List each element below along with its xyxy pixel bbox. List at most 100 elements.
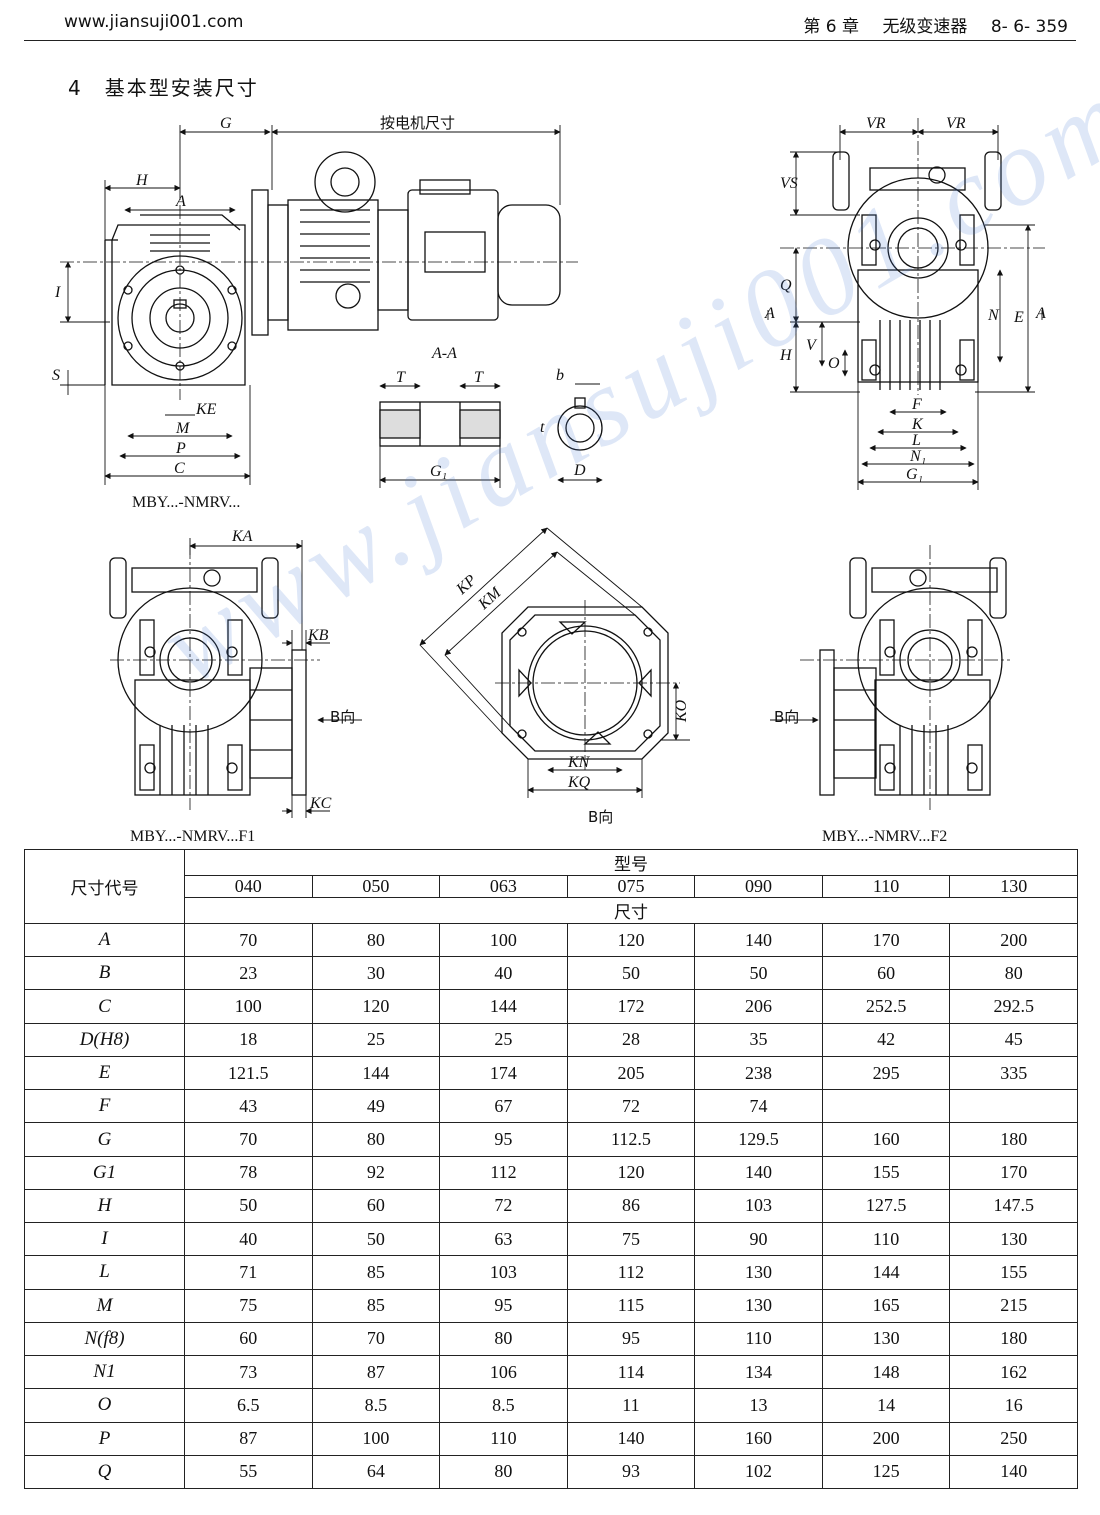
label-kb: KB xyxy=(307,627,329,644)
dimension-value: 25 xyxy=(439,1022,568,1057)
dimension-value: 50 xyxy=(184,1188,313,1224)
label-kq: KQ xyxy=(567,774,591,791)
dimension-value: 155 xyxy=(821,1155,951,1190)
dimension-value: 13 xyxy=(694,1388,823,1423)
label-motor-dim: 按电机尺寸 xyxy=(380,114,455,132)
f1-base xyxy=(134,679,251,796)
dimension-value: 144 xyxy=(821,1255,951,1290)
f1-control-bar xyxy=(131,567,258,593)
dimension-code: N(f8) xyxy=(24,1321,185,1357)
dimension-value: 335 xyxy=(949,1055,1078,1091)
dimension-value: 100 xyxy=(184,989,313,1024)
dimension-value: 75 xyxy=(184,1288,313,1323)
dimension-code: M xyxy=(24,1288,185,1323)
dimension-value: 110 xyxy=(821,1222,951,1257)
dimension-value: 295 xyxy=(821,1055,951,1091)
dimension-value: 144 xyxy=(311,1055,441,1091)
dimension-value: 93 xyxy=(566,1454,696,1490)
dimension-value: 40 xyxy=(439,956,568,991)
dimension-value: 165 xyxy=(821,1288,951,1323)
label-kn: KN xyxy=(567,754,591,771)
dimension-value: 49 xyxy=(311,1089,441,1124)
dimension-value: 95 xyxy=(566,1321,696,1357)
dimension-value: 50 xyxy=(694,956,823,991)
label-kc: KC xyxy=(309,795,332,812)
dimension-value: 86 xyxy=(566,1188,696,1224)
label-k: K xyxy=(911,416,924,433)
label-t-left: T xyxy=(396,369,406,386)
dimension-code: P xyxy=(24,1421,185,1456)
dimension-value: 134 xyxy=(694,1355,823,1390)
model-063: 063 xyxy=(439,875,568,898)
label-q: Q xyxy=(780,277,792,294)
model-040: 040 xyxy=(184,875,313,898)
label-a-arrow-left: A xyxy=(764,305,775,322)
label-ko: KO xyxy=(673,699,690,723)
b-view-dimensions xyxy=(419,527,690,798)
dimension-value: 112.5 xyxy=(566,1122,696,1157)
bore-section xyxy=(557,405,603,451)
dimension-code: B xyxy=(24,956,185,991)
f1-view xyxy=(109,545,320,810)
dimension-value: 180 xyxy=(949,1321,1078,1357)
main-view-dimensions xyxy=(60,125,561,485)
dimension-value: 160 xyxy=(821,1122,951,1157)
flange xyxy=(251,189,269,336)
dimension-code: N1 xyxy=(24,1355,185,1390)
dimension-value: 42 xyxy=(821,1022,951,1057)
dimension-value: 64 xyxy=(311,1454,441,1490)
dimension-value: 238 xyxy=(694,1055,823,1091)
dimension-value: 95 xyxy=(439,1122,568,1157)
label-vs: VS xyxy=(780,175,798,192)
dimension-value: 121.5 xyxy=(184,1055,313,1091)
header-code: 尺寸代号 xyxy=(24,849,185,924)
label-ka: KA xyxy=(231,528,253,545)
label-section-aa: A-A xyxy=(431,345,457,362)
label-km: KM xyxy=(475,583,506,613)
section-heading: 基本型安装尺寸 xyxy=(104,76,259,100)
dimension-value: 85 xyxy=(311,1255,441,1290)
dimension-value: 80 xyxy=(311,1122,441,1157)
caption-f2-view: MBY...-NMRV...F2 xyxy=(822,828,948,845)
dimension-code: E xyxy=(24,1055,185,1091)
label-b-arrow-f2: B向 xyxy=(774,708,799,726)
dimension-value: 80 xyxy=(439,1321,568,1357)
dimension-code: A xyxy=(24,922,185,958)
gearbox-housing xyxy=(111,224,246,386)
dimension-value: 30 xyxy=(311,956,441,991)
model-050: 050 xyxy=(311,875,441,898)
dimension-value: 73 xyxy=(184,1355,313,1390)
dimension-value: 78 xyxy=(184,1155,313,1190)
dimension-value: 25 xyxy=(311,1022,441,1057)
dimension-value: 147.5 xyxy=(949,1188,1078,1224)
dimension-value: 170 xyxy=(821,922,951,958)
dimension-code: Q xyxy=(24,1454,185,1490)
label-b-arrow-f1: B向 xyxy=(330,708,355,726)
label-c: C xyxy=(174,460,185,477)
f2-view xyxy=(770,545,1010,810)
model-075: 075 xyxy=(566,875,696,898)
dimension-value: 103 xyxy=(439,1255,568,1290)
star-knob xyxy=(335,283,361,309)
dimension-value: 127.5 xyxy=(821,1188,951,1224)
dimension-value: 18 xyxy=(184,1022,313,1057)
dimension-value: 43 xyxy=(184,1089,313,1124)
technical-drawings: 按电机尺寸 G H A I S KE M P C A-A T T G₁ b t … xyxy=(52,114,1046,826)
model-110: 110 xyxy=(821,875,951,898)
dimension-code: G1 xyxy=(24,1155,185,1190)
caption-b-view: B向 xyxy=(588,808,613,826)
label-d: D xyxy=(573,462,586,479)
f2-flange xyxy=(819,649,835,796)
dimension-value: 11 xyxy=(566,1388,696,1423)
